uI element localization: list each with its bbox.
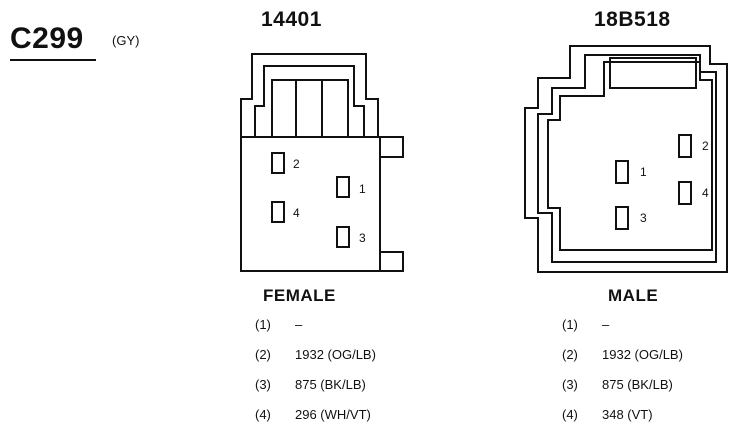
- pin-circuit: 296 (WH/VT): [295, 407, 371, 422]
- female-cavity-3: [336, 226, 350, 248]
- pin-circuit: 875 (BK/LB): [295, 377, 366, 392]
- pin-circuit: 1932 (OG/LB): [602, 347, 683, 362]
- male-pin-row: (3) 875 (BK/LB): [562, 377, 683, 393]
- pin-circuit: 348 (VT): [602, 407, 653, 422]
- male-gender-label: MALE: [608, 286, 659, 305]
- pin-circuit: 875 (BK/LB): [602, 377, 673, 392]
- male-pin-row: (1) –: [562, 317, 683, 333]
- pin-number: (4): [562, 407, 578, 422]
- female-cavity-label-3: 3: [359, 231, 366, 245]
- female-part-number: 14401: [261, 8, 322, 31]
- male-cavity-label-3: 3: [640, 211, 647, 225]
- pin-number: (4): [255, 407, 271, 422]
- male-cavity-4: [678, 181, 692, 205]
- pin-number: (2): [562, 347, 578, 362]
- female-pin-list: (1) – (2) 1932 (OG/LB) (3) 875 (BK/LB) (4) 2…: [255, 317, 376, 423]
- female-pin-row: (4) 296 (WH/VT): [255, 407, 376, 423]
- pin-number: (3): [562, 377, 578, 392]
- male-cavity-label-1: 1: [640, 165, 647, 179]
- pin-number: (2): [255, 347, 271, 362]
- female-gender-label: FEMALE: [263, 286, 336, 305]
- female-cavity-label-1: 1: [359, 182, 366, 196]
- male-cavity-label-2: 2: [702, 139, 709, 153]
- female-pin-row: (1) –: [255, 317, 376, 333]
- male-pin-list: (1) – (2) 1932 (OG/LB) (3) 875 (BK/LB) (4) 3…: [562, 317, 683, 423]
- male-connector-body: [524, 45, 728, 273]
- female-pin-row: (2) 1932 (OG/LB): [255, 347, 376, 363]
- pin-circuit: –: [295, 317, 303, 332]
- male-cavity-2: [678, 134, 692, 158]
- connector-id: C299: [10, 22, 84, 55]
- connector-id-underline: [10, 59, 96, 61]
- pin-circuit: –: [602, 317, 610, 332]
- female-cavity-label-4: 4: [293, 206, 300, 220]
- male-pin-row: (2) 1932 (OG/LB): [562, 347, 683, 363]
- female-cavity-4: [271, 201, 285, 223]
- pin-number: (1): [255, 317, 271, 332]
- female-pin-row: (3) 875 (BK/LB): [255, 377, 376, 393]
- pin-number: (1): [562, 317, 578, 332]
- male-part-number: 18B518: [594, 8, 671, 31]
- male-pin-row: (4) 348 (VT): [562, 407, 683, 423]
- male-cavity-3: [615, 206, 629, 230]
- female-cavity-1: [336, 176, 350, 198]
- pin-circuit: 1932 (OG/LB): [295, 347, 376, 362]
- male-cavity-1: [615, 160, 629, 184]
- male-cavity-label-4: 4: [702, 186, 709, 200]
- connector-color: (GY): [112, 33, 140, 48]
- pin-number: (3): [255, 377, 271, 392]
- female-cavity-2: [271, 152, 285, 174]
- female-connector-body: [240, 53, 404, 272]
- female-cavity-label-2: 2: [293, 157, 300, 171]
